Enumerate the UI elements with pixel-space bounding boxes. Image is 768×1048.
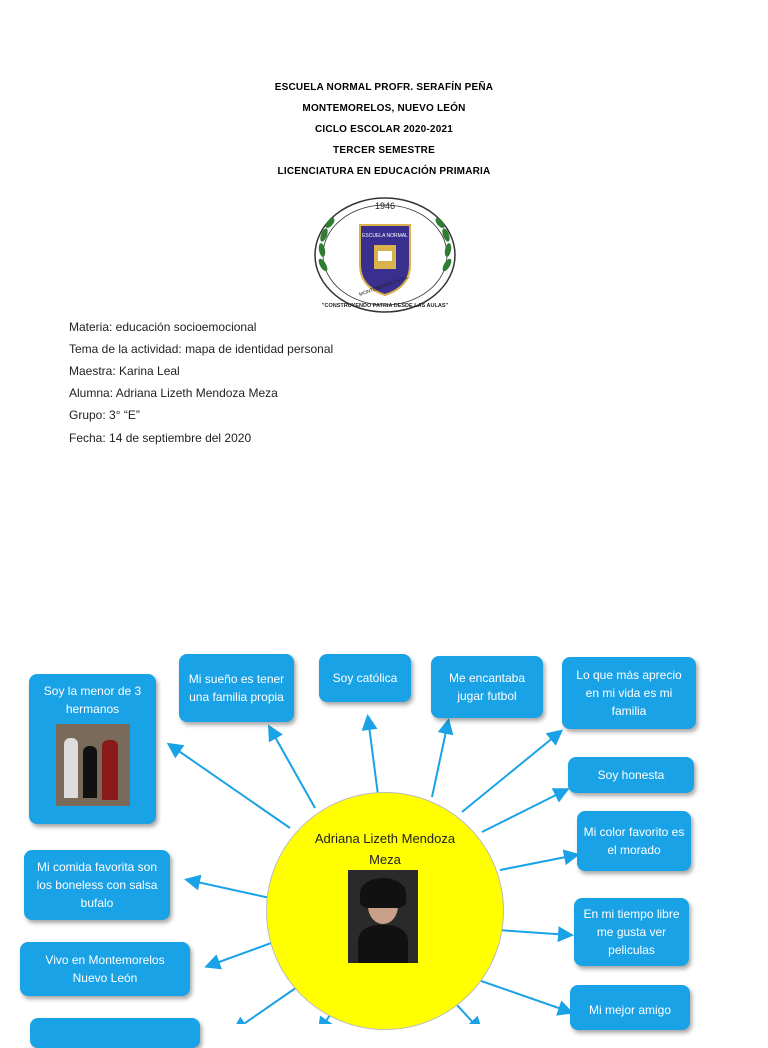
map-box-religion: Soy católica [319, 654, 411, 702]
info-group: Grupo: 3° “E” [69, 408, 140, 422]
box-text: Soy la menor de 3 hermanos [43, 684, 142, 716]
info-subject: Materia: educación socioemocional [69, 320, 257, 334]
map-box-dream: Mi sueño es tener una familia propia [179, 654, 294, 722]
info-topic: Tema de la actividad: mapa de identidad … [69, 342, 334, 356]
logo-motto: "CONSTRUYENDO PATRIA DESDE LAS AULAS" [322, 303, 449, 309]
arrow [184, 874, 271, 899]
box-text: Soy honesta [597, 768, 665, 782]
logo-year: 1946 [375, 201, 395, 211]
map-box-best-friend: Mi mejor amigo [570, 985, 690, 1030]
box-text: Mi comida favorita son los boneless con … [36, 860, 158, 910]
school-name: ESCUELA NORMAL PROFR. SERAFÍN PEÑA [274, 82, 494, 93]
info-teacher: Maestra: Karina Leal [69, 364, 180, 378]
map-box-color: Mi color favorito es el morado [577, 811, 691, 871]
box-text: Mi color favorito es el morado [583, 825, 685, 857]
semester: TERCER SEMESTRE [333, 145, 435, 156]
arrow [497, 926, 574, 943]
degree: LICENCIATURA EN EDUCACIÓN PRIMARIA [277, 166, 491, 177]
arrow [481, 788, 570, 833]
laurel-icon [318, 218, 452, 272]
family-photo [55, 724, 130, 806]
map-box-football: Me encantaba jugar futbol [431, 656, 543, 718]
arrow [204, 941, 275, 970]
arrow [361, 714, 379, 796]
center-name: Adriana Lizeth Mendoza Meza [314, 831, 456, 867]
map-box-honest: Soy honesta [568, 757, 694, 793]
arrow [268, 724, 316, 809]
arrow [166, 742, 291, 829]
box-text: Mi mejor amigo [588, 1003, 672, 1017]
arrow [499, 849, 580, 871]
map-box-location: Vivo en Montemorelos Nuevo León [20, 942, 190, 996]
box-text: Soy católica [332, 671, 398, 685]
map-box-family: Lo que más aprecio en mi vida es mi fami… [562, 657, 696, 729]
arrow [231, 984, 301, 1024]
school-location: MONTEMORELOS, NUEVO LEÓN [302, 103, 466, 114]
map-box-free-time: En mi tiempo libre me gusta ver pelicula… [574, 898, 689, 966]
logo-top-text: ESCUELA NORMAL [362, 233, 408, 239]
arrow [463, 974, 574, 1016]
info-student: Alumna: Adriana Lizeth Mendoza Meza [69, 386, 278, 400]
info-date: Fecha: 14 de septiembre del 2020 [69, 431, 252, 445]
box-text: Me encantaba jugar futbol [448, 671, 526, 703]
arrow [461, 729, 564, 813]
box-text: Vivo en Montemorelos Nuevo León [45, 953, 165, 985]
school-logo: 1946 ESCUELA NORMAL MONTEMORELOS N.L. "C… [314, 197, 456, 313]
box-text: Mi sueño es tener una familia propia [188, 672, 285, 704]
map-box-partial [30, 1018, 200, 1048]
school-cycle: CICLO ESCOLAR 2020-2021 [315, 124, 453, 135]
box-text: Lo que más aprecio en mi vida es mi fami… [576, 668, 682, 718]
map-box-food: Mi comida favorita son los boneless con … [24, 850, 170, 920]
box-text: En mi tiempo libre me gusta ver pelicula… [583, 907, 680, 957]
profile-photo [348, 870, 418, 963]
map-box-siblings: Soy la menor de 3 hermanos [29, 674, 156, 824]
arrow [431, 718, 454, 798]
